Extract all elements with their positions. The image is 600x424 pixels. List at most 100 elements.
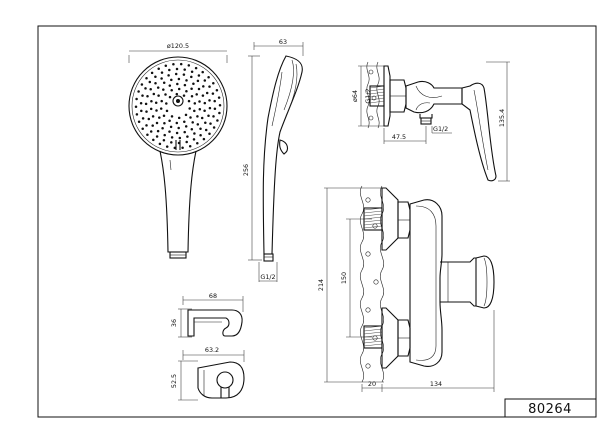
nozzle [185,89,188,93]
nozzle [155,121,159,125]
nozzle [155,135,159,138]
nozzle [207,75,210,79]
nozzle [162,81,166,85]
nozzle [188,107,191,110]
nozzle [203,101,207,105]
nozzle [197,87,201,91]
nozzle [202,137,206,141]
nozzle [177,126,180,130]
nozzle [204,128,208,132]
nozzle [212,126,216,129]
nozzle [168,84,172,87]
nozzle [184,125,188,128]
nozzle [151,124,154,127]
mixer-front-view: 214 150 20 134 [317,185,495,392]
nozzle [175,121,179,125]
handshower-diameter-label: ø120.5 [167,42,189,50]
wall-section-top [366,61,380,129]
nozzle [176,82,179,86]
handshower-side-view: 63 256 G1/2 [242,38,304,282]
nozzle [201,94,205,97]
nozzle [149,130,153,133]
nozzle [148,80,152,84]
nozzle [164,64,168,68]
handshower-length-label: 256 [242,164,250,176]
mixer-side-view: ø64 G1/2 47.5 G1/2 135.4 [351,61,510,182]
nozzle [218,104,222,107]
nozzle [213,99,216,103]
nozzle [157,67,160,70]
nozzle [187,99,191,103]
mixer-depth-label: 134 [430,380,442,388]
nozzle [190,75,193,79]
nozzle [152,92,156,96]
nozzle [165,102,168,105]
nozzle [175,92,179,96]
nozzle [212,82,215,85]
nozzle [198,100,201,103]
nozzle [186,135,189,138]
nozzle [188,144,192,148]
nozzle [182,94,186,97]
wall-section-bottom [360,185,384,383]
nozzle [144,87,147,90]
holder-side-height-label: 36 [170,319,178,327]
nozzle [175,131,179,135]
nozzle [141,117,145,120]
nozzle [184,113,188,117]
nozzle [182,73,186,76]
nozzle [213,107,217,111]
nozzle [201,70,204,74]
nozzle [146,133,149,137]
nozzle [141,94,144,97]
nozzle [154,82,157,85]
nozzle [209,122,212,125]
nozzle [154,75,157,78]
nozzle [157,94,160,97]
nozzle [161,126,164,130]
nozzle [185,140,188,144]
nozzle [137,120,141,124]
nozzle [193,102,197,105]
nozzle [189,116,192,119]
nozzle [185,79,188,82]
nozzle [156,129,160,133]
nozzle [151,115,155,118]
mixer-offset-label: 47.5 [392,133,406,141]
nozzle [135,113,139,116]
nozzle [181,146,184,149]
nozzle [183,130,186,134]
nozzle [145,124,148,127]
nozzle [154,101,158,105]
nozzle [140,109,143,113]
nozzle [218,111,221,115]
mixer-overall-height-label: 214 [317,279,325,291]
nozzle [197,74,201,77]
nozzle [170,78,173,82]
nozzle [169,125,173,129]
nozzle [196,123,200,126]
handshower-front-view: ø120.5 [128,42,228,259]
nozzle [208,99,211,102]
handshower-thread-label: G1/2 [260,273,275,281]
nozzle [212,115,215,118]
nozzle [165,109,169,113]
nozzle [149,88,152,91]
nozzle [190,87,193,90]
nozzle [160,99,163,103]
nozzle [162,114,166,117]
nozzle [135,97,138,101]
nozzle [156,86,160,89]
nozzle [179,62,183,66]
nozzle [134,105,138,108]
nozzle [145,76,148,80]
product-code: 80264 [528,402,572,417]
nozzle [159,107,163,110]
nozzle [141,127,144,130]
nozzle [202,85,205,88]
mixer-inlet-thread-label: G1/2 [364,88,372,103]
nozzle [211,92,215,95]
nozzle [160,71,164,74]
title-block [504,398,597,418]
nozzle [191,121,194,124]
